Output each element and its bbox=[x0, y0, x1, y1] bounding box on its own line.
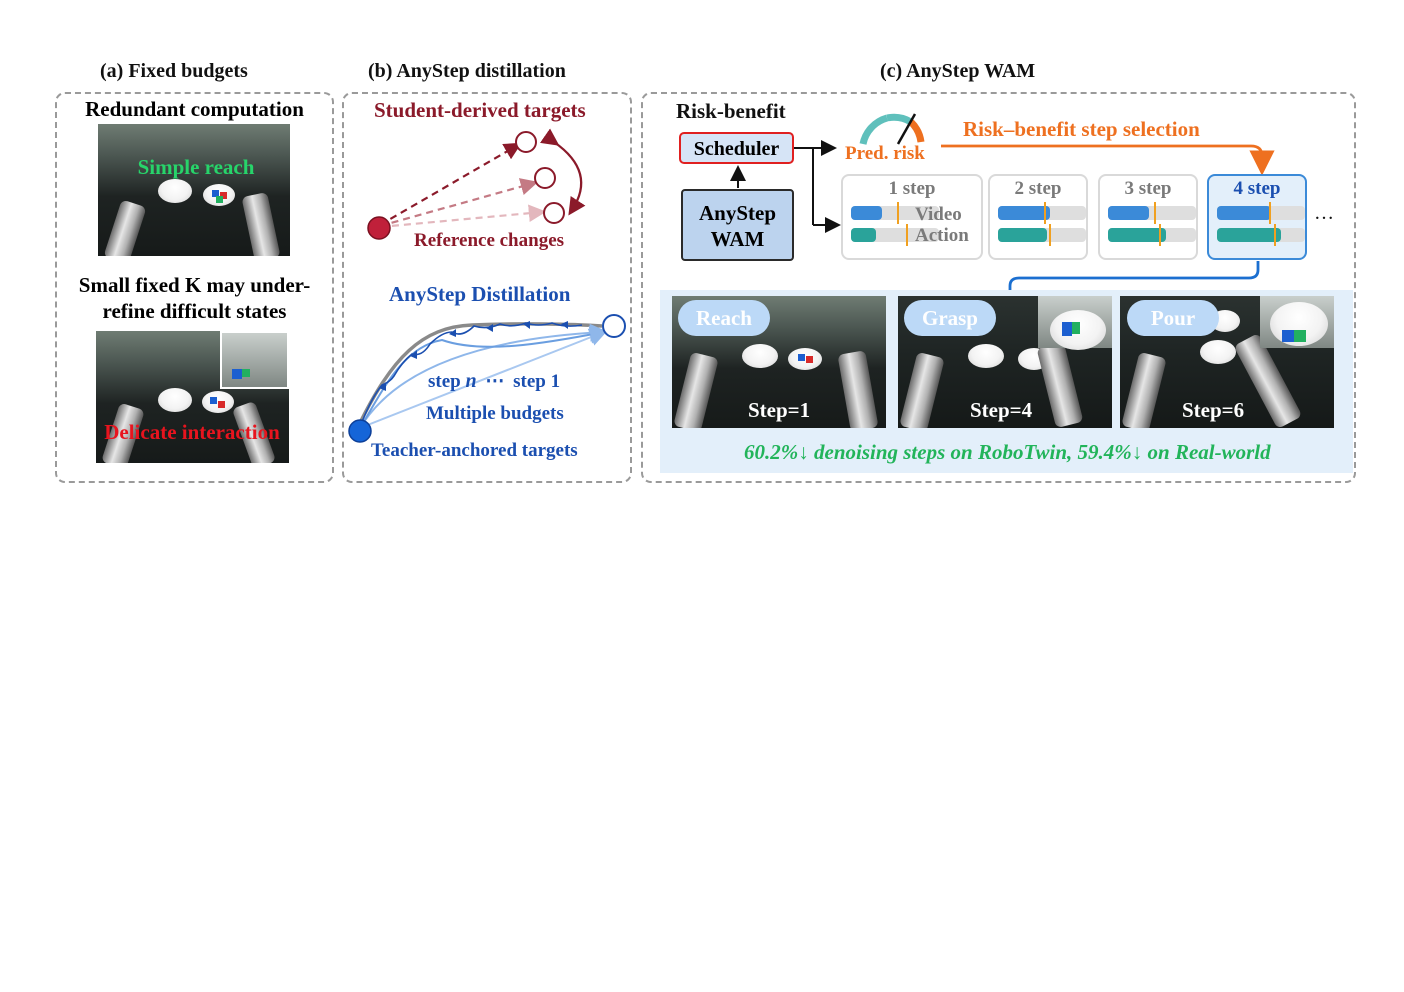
redundant-label: Redundant computation bbox=[85, 97, 304, 121]
more-steps-ellipsis: … bbox=[1314, 202, 1334, 224]
video-risk-marker bbox=[1044, 202, 1046, 224]
phase-step-pour: Step=6 bbox=[1182, 398, 1245, 422]
video-risk-marker bbox=[897, 202, 899, 224]
target-node-2 bbox=[534, 167, 556, 189]
multiple-budgets-label: Multiple budgets bbox=[426, 403, 564, 424]
target-node-1 bbox=[515, 131, 537, 153]
video-budget-bar bbox=[998, 202, 1086, 224]
scheduler-box: Scheduler bbox=[679, 132, 794, 164]
risk-benefit-label: Risk-benefit bbox=[676, 99, 786, 123]
action-budget-bar bbox=[998, 224, 1086, 246]
action-budget-bar bbox=[851, 224, 939, 246]
video-budget-fill bbox=[998, 206, 1050, 220]
video-budget-bar bbox=[851, 202, 939, 224]
step-option-label: 4 step bbox=[1233, 178, 1281, 199]
reference-changes-label: Reference changes bbox=[414, 230, 565, 251]
phase-step-grasp: Step=4 bbox=[970, 398, 1033, 422]
phase-pill-grasp: Grasp bbox=[904, 300, 996, 336]
action-budget-bar bbox=[1108, 224, 1196, 246]
simple-reach-overlay: Simple reach bbox=[137, 155, 255, 179]
action-budget-bar bbox=[1217, 224, 1305, 246]
result-summary: 60.2%↓ denoising steps on RoboTwin, 59.4… bbox=[744, 440, 1271, 464]
step-option-4: 4 step bbox=[1207, 174, 1307, 260]
panel-c bbox=[641, 92, 1356, 483]
action-risk-marker bbox=[1274, 224, 1276, 246]
video-risk-marker bbox=[1269, 202, 1271, 224]
panel-c-title: (c) AnyStep WAM bbox=[880, 60, 1036, 82]
step-option-label: 3 step bbox=[1124, 178, 1172, 199]
reference-changes-arrow bbox=[539, 128, 586, 216]
video-budget-bar bbox=[1217, 202, 1305, 224]
phase-pill-reach: Reach bbox=[678, 300, 770, 336]
video-budget-fill bbox=[1108, 206, 1149, 220]
panel-a bbox=[55, 92, 334, 483]
selection-label: Risk–benefit step selection bbox=[963, 117, 1200, 141]
teacher-start-node bbox=[348, 419, 372, 443]
action-risk-marker bbox=[906, 224, 908, 246]
student-arrow-3 bbox=[379, 204, 547, 229]
teacher-end-node bbox=[602, 314, 626, 338]
video-budget-bar bbox=[1108, 202, 1196, 224]
video-budget-fill bbox=[1217, 206, 1271, 220]
video-label: Video bbox=[915, 204, 962, 225]
action-budget-fill bbox=[851, 228, 876, 242]
anystep-distillation-title: AnyStep Distillation bbox=[389, 282, 571, 306]
step-option-2: 2 step bbox=[988, 174, 1088, 260]
panel-b bbox=[342, 92, 632, 483]
step-option-label: 2 step bbox=[1014, 178, 1062, 199]
anystep-wam-box: AnyStep WAM bbox=[681, 189, 794, 261]
distillation-diagram bbox=[348, 128, 626, 443]
simple-reach-photo bbox=[98, 124, 290, 256]
student-start-node bbox=[367, 216, 391, 240]
action-budget-fill bbox=[1108, 228, 1166, 242]
budget-arrow-2 bbox=[359, 323, 608, 429]
step-option-label: 1 step bbox=[888, 178, 936, 199]
action-budget-fill bbox=[998, 228, 1047, 242]
action-label: Action bbox=[915, 225, 969, 246]
budget-arrow-1 bbox=[359, 328, 608, 429]
video-risk-marker bbox=[1154, 202, 1156, 224]
action-risk-marker bbox=[1049, 224, 1051, 246]
panel-b-title: (b) AnyStep distillation bbox=[368, 60, 566, 82]
target-node-3 bbox=[543, 202, 565, 224]
small-fixed-k-label: Small fixed K may under- refine difficul… bbox=[78, 273, 311, 323]
wam-connectors bbox=[730, 113, 1275, 316]
student-targets-title: Student-derived targets bbox=[374, 98, 586, 122]
panel-a-title: (a) Fixed budgets bbox=[100, 60, 248, 82]
step-option-3: 3 step bbox=[1098, 174, 1198, 260]
step-labels: step n ⋯ step 1 bbox=[428, 370, 561, 392]
student-arrow-1 bbox=[379, 142, 522, 226]
student-arrow-2 bbox=[379, 178, 539, 228]
action-risk-marker bbox=[1159, 224, 1161, 246]
video-budget-fill bbox=[851, 206, 882, 220]
teacher-targets-label: Teacher-anchored targets bbox=[371, 440, 578, 461]
delicate-overlay: Delicate interaction bbox=[104, 420, 280, 444]
pred-risk-label: Pred. risk bbox=[845, 143, 925, 164]
budget-arrow-3 bbox=[359, 325, 608, 429]
phase-pill-pour: Pour bbox=[1127, 300, 1219, 336]
phase-step-reach: Step=1 bbox=[748, 398, 811, 422]
action-budget-fill bbox=[1217, 228, 1281, 242]
delicate-photo bbox=[96, 331, 289, 463]
